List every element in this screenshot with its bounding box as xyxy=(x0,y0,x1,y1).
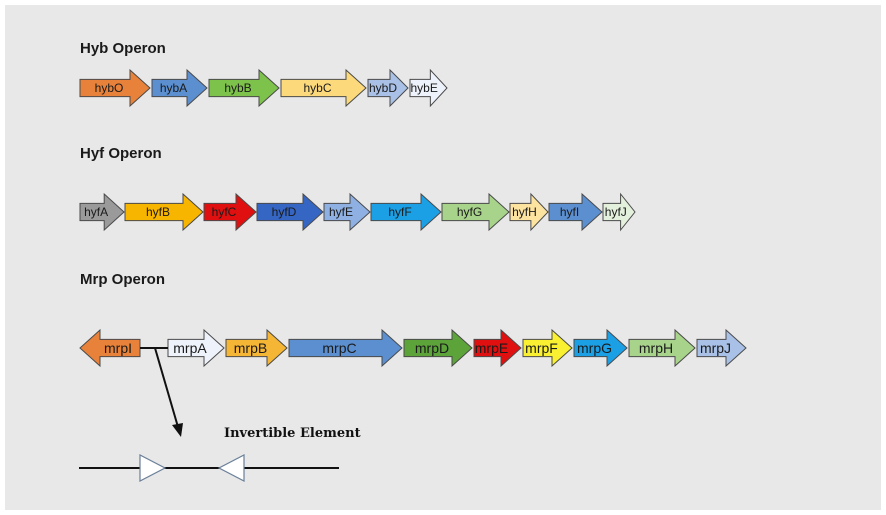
gene-hyfd: hyfD xyxy=(256,192,324,232)
gene-label-mrpc: mrpC xyxy=(322,340,356,356)
gene-arrow-mrpg xyxy=(573,328,628,368)
gene-hybb: hybB xyxy=(208,68,280,108)
gene-arrow-mrpd xyxy=(403,328,473,368)
gene-label-hyfa: hyfA xyxy=(84,205,108,219)
gene-hyfh: hyfH xyxy=(509,192,549,232)
gene-arrow-hyfa xyxy=(79,192,125,232)
mrp-gene-row: mrpI mrpA mrpB mrpC mrpD mrpE mrpF mrpG mrpH mrpJ xyxy=(79,328,747,368)
gene-arrow-mrph xyxy=(628,328,696,368)
gene-arrow-hybb xyxy=(208,68,280,108)
gene-label-hybc: hybC xyxy=(303,81,331,95)
gene-label-mrpb: mrpB xyxy=(234,340,267,356)
gene-arrow-mrpb xyxy=(225,328,288,368)
gene-hybd: hybD xyxy=(367,68,409,108)
gene-mrpd: mrpD xyxy=(403,328,473,368)
gene-label-hybe: hybE xyxy=(410,81,437,95)
gene-hyfj: hyfJ xyxy=(602,192,636,232)
gene-label-hyfi: hyfI xyxy=(560,205,579,219)
gene-hyfe: hyfE xyxy=(323,192,371,232)
inverted-repeat-right xyxy=(139,454,167,482)
gene-mrpf: mrpF xyxy=(522,328,573,368)
gene-mrpi: mrpI xyxy=(79,328,141,368)
gene-arrow-hyfj xyxy=(602,192,636,232)
mrp-operon-title: Mrp Operon xyxy=(80,271,165,288)
gene-mrph: mrpH xyxy=(628,328,696,368)
gene-arrow-hyfc xyxy=(203,192,257,232)
hyb-gene-row: hybO hybA hybB hybC hybD hybE xyxy=(79,68,448,108)
gene-label-hybb: hybB xyxy=(224,81,251,95)
gene-hyff: hyfF xyxy=(370,192,442,232)
gene-arrow-hybo xyxy=(79,68,151,108)
gene-hybo: hybO xyxy=(79,68,151,108)
gene-arrow-hyfb xyxy=(124,192,204,232)
gene-mrpb: mrpB xyxy=(225,328,288,368)
gene-label-hyfe: hyfE xyxy=(329,205,353,219)
hyb-operon: Hyb Operon hybO hybA hybB hybC hybD hybE xyxy=(79,40,448,108)
gene-label-hyfc: hyfC xyxy=(212,205,237,219)
gene-label-hyff: hyfF xyxy=(388,205,411,219)
gene-arrow-hyfi xyxy=(548,192,603,232)
gene-arrow-hyba xyxy=(151,68,208,108)
gene-hyfb: hyfB xyxy=(124,192,204,232)
gene-arrow-hybd xyxy=(367,68,409,108)
gene-label-hyfj: hyfJ xyxy=(605,205,627,219)
gene-arrow-mrpf xyxy=(522,328,573,368)
gene-label-mrph: mrpH xyxy=(639,340,673,356)
gene-label-mrpa: mrpA xyxy=(173,340,207,356)
invertible-element-label: Invertible Element xyxy=(224,426,361,441)
gene-hyfi: hyfI xyxy=(548,192,603,232)
gene-hybc: hybC xyxy=(280,68,367,108)
gene-arrow-mrpe xyxy=(473,328,522,368)
gene-mrpa: mrpA xyxy=(167,328,225,368)
gene-arrow-hyfe xyxy=(323,192,371,232)
gene-label-hyfd: hyfD xyxy=(272,205,297,219)
gene-arrow-mrpc xyxy=(288,328,403,368)
gene-label-hyba: hybA xyxy=(160,81,187,95)
gene-mrpc: mrpC xyxy=(288,328,403,368)
gene-arrow-mrpj xyxy=(696,328,747,368)
gene-label-hybo: hybO xyxy=(95,81,124,95)
gene-label-mrpd: mrpD xyxy=(415,340,449,356)
gene-label-hyfg: hyfG xyxy=(457,205,482,219)
gene-label-hyfh: hyfH xyxy=(512,205,537,219)
gene-label-mrpj: mrpJ xyxy=(700,340,731,356)
gene-hyfg: hyfG xyxy=(441,192,510,232)
hyf-operon-title: Hyf Operon xyxy=(80,145,162,162)
gene-label-mrpf: mrpF xyxy=(525,340,558,356)
inverted-repeat-left xyxy=(217,454,245,482)
invertible-element-detail: Invertible Element xyxy=(79,347,361,482)
gene-label-hybd: hybD xyxy=(369,81,397,95)
gene-arrow-hyfg xyxy=(441,192,510,232)
gene-mrpe: mrpE xyxy=(473,328,522,368)
pointer-arrow xyxy=(154,347,179,428)
gene-arrow-hyfh xyxy=(509,192,549,232)
gene-arrow-hybe xyxy=(409,68,448,108)
hyb-operon-title: Hyb Operon xyxy=(80,40,166,57)
gene-arrow-hyff xyxy=(370,192,442,232)
gene-mrpg: mrpG xyxy=(573,328,628,368)
gene-arrow-hyfd xyxy=(256,192,324,232)
gene-label-mrpe: mrpE xyxy=(475,340,508,356)
gene-label-mrpi: mrpI xyxy=(104,340,132,356)
gene-hyfc: hyfC xyxy=(203,192,257,232)
gene-label-mrpg: mrpG xyxy=(577,340,612,356)
gene-hybe: hybE xyxy=(409,68,448,108)
gene-label-hyfb: hyfB xyxy=(146,205,170,219)
gene-arrow-hybc xyxy=(280,68,367,108)
gene-mrpj: mrpJ xyxy=(696,328,747,368)
gene-hyfa: hyfA xyxy=(79,192,125,232)
gene-arrow-mrpa xyxy=(167,328,225,368)
hyf-gene-row: hyfA hyfB hyfC hyfD hyfE hyfF hyfG hyfH hyfI hyfJ xyxy=(79,192,636,232)
arrowhead xyxy=(172,423,183,437)
gene-hyba: hybA xyxy=(151,68,208,108)
